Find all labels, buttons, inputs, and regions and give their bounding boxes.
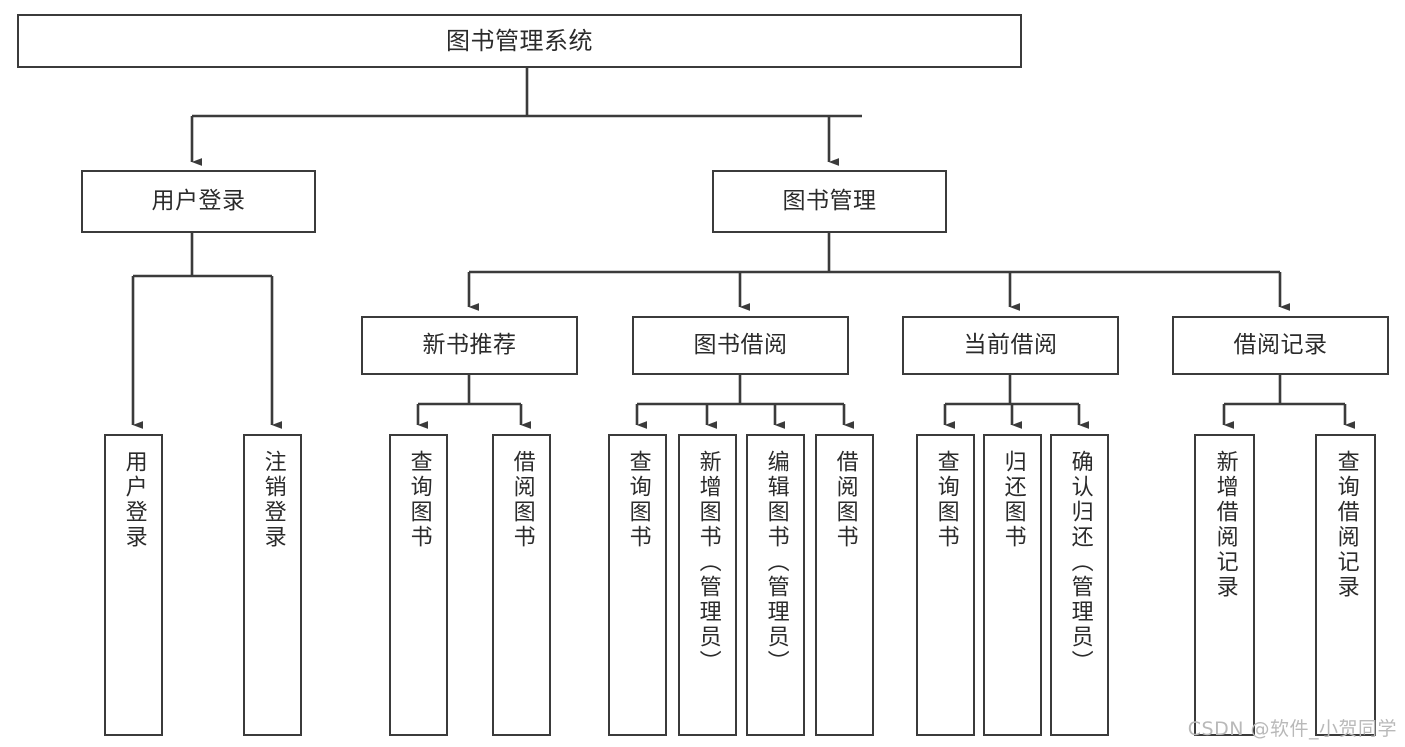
leaf-add-book-label: 新增图书（管理员） (695, 450, 721, 675)
leaf-return-book-label: 归还图书 (1000, 450, 1026, 550)
node-user-login-label: 用户登录 (151, 187, 246, 214)
leaf-add-book[interactable]: 新增图书（管理员） (678, 434, 737, 736)
node-root-label: 图书管理系统 (446, 26, 593, 55)
node-borrow-record[interactable]: 借阅记录 (1172, 316, 1389, 375)
leaf-user-login-label: 用户登录 (121, 450, 147, 550)
leaf-query-borrow-record-label: 查询借阅记录 (1333, 450, 1359, 600)
leaf-query-book-2-label: 查询图书 (625, 450, 651, 550)
leaf-logout[interactable]: 注销登录 (243, 434, 302, 736)
node-book-management[interactable]: 图书管理 (712, 170, 947, 233)
leaf-add-borrow-record-label: 新增借阅记录 (1212, 450, 1238, 600)
leaf-query-book-3-label: 查询图书 (933, 450, 959, 550)
node-borrow-record-label: 借阅记录 (1233, 331, 1328, 358)
csdn-watermark: CSDN @软件_小贺同学 (1187, 718, 1397, 740)
leaf-confirm-return[interactable]: 确认归还（管理员） (1050, 434, 1109, 736)
leaf-user-login[interactable]: 用户登录 (104, 434, 163, 736)
node-current-borrow[interactable]: 当前借阅 (902, 316, 1119, 375)
node-book-borrow-label: 图书借阅 (693, 331, 788, 358)
node-book-borrow[interactable]: 图书借阅 (632, 316, 849, 375)
node-root[interactable]: 图书管理系统 (17, 14, 1022, 68)
leaf-confirm-return-label: 确认归还（管理员） (1067, 450, 1093, 675)
node-new-book-recommend[interactable]: 新书推荐 (361, 316, 578, 375)
node-book-management-label: 图书管理 (782, 187, 877, 214)
node-new-book-recommend-label: 新书推荐 (422, 331, 517, 358)
leaf-query-book-2[interactable]: 查询图书 (608, 434, 667, 736)
leaf-query-book-1[interactable]: 查询图书 (389, 434, 448, 736)
leaf-borrow-book-2-label: 借阅图书 (832, 450, 858, 550)
leaf-borrow-book-1-label: 借阅图书 (509, 450, 535, 550)
leaf-logout-label: 注销登录 (260, 450, 286, 550)
node-user-login[interactable]: 用户登录 (81, 170, 316, 233)
leaf-return-book[interactable]: 归还图书 (983, 434, 1042, 736)
leaf-edit-book-label: 编辑图书（管理员） (763, 450, 789, 675)
node-current-borrow-label: 当前借阅 (963, 331, 1058, 358)
leaf-query-borrow-record[interactable]: 查询借阅记录 (1315, 434, 1376, 736)
leaf-borrow-book-1[interactable]: 借阅图书 (492, 434, 551, 736)
leaf-query-book-1-label: 查询图书 (406, 450, 432, 550)
leaf-query-book-3[interactable]: 查询图书 (916, 434, 975, 736)
leaf-add-borrow-record[interactable]: 新增借阅记录 (1194, 434, 1255, 736)
leaf-borrow-book-2[interactable]: 借阅图书 (815, 434, 874, 736)
leaf-edit-book[interactable]: 编辑图书（管理员） (746, 434, 805, 736)
